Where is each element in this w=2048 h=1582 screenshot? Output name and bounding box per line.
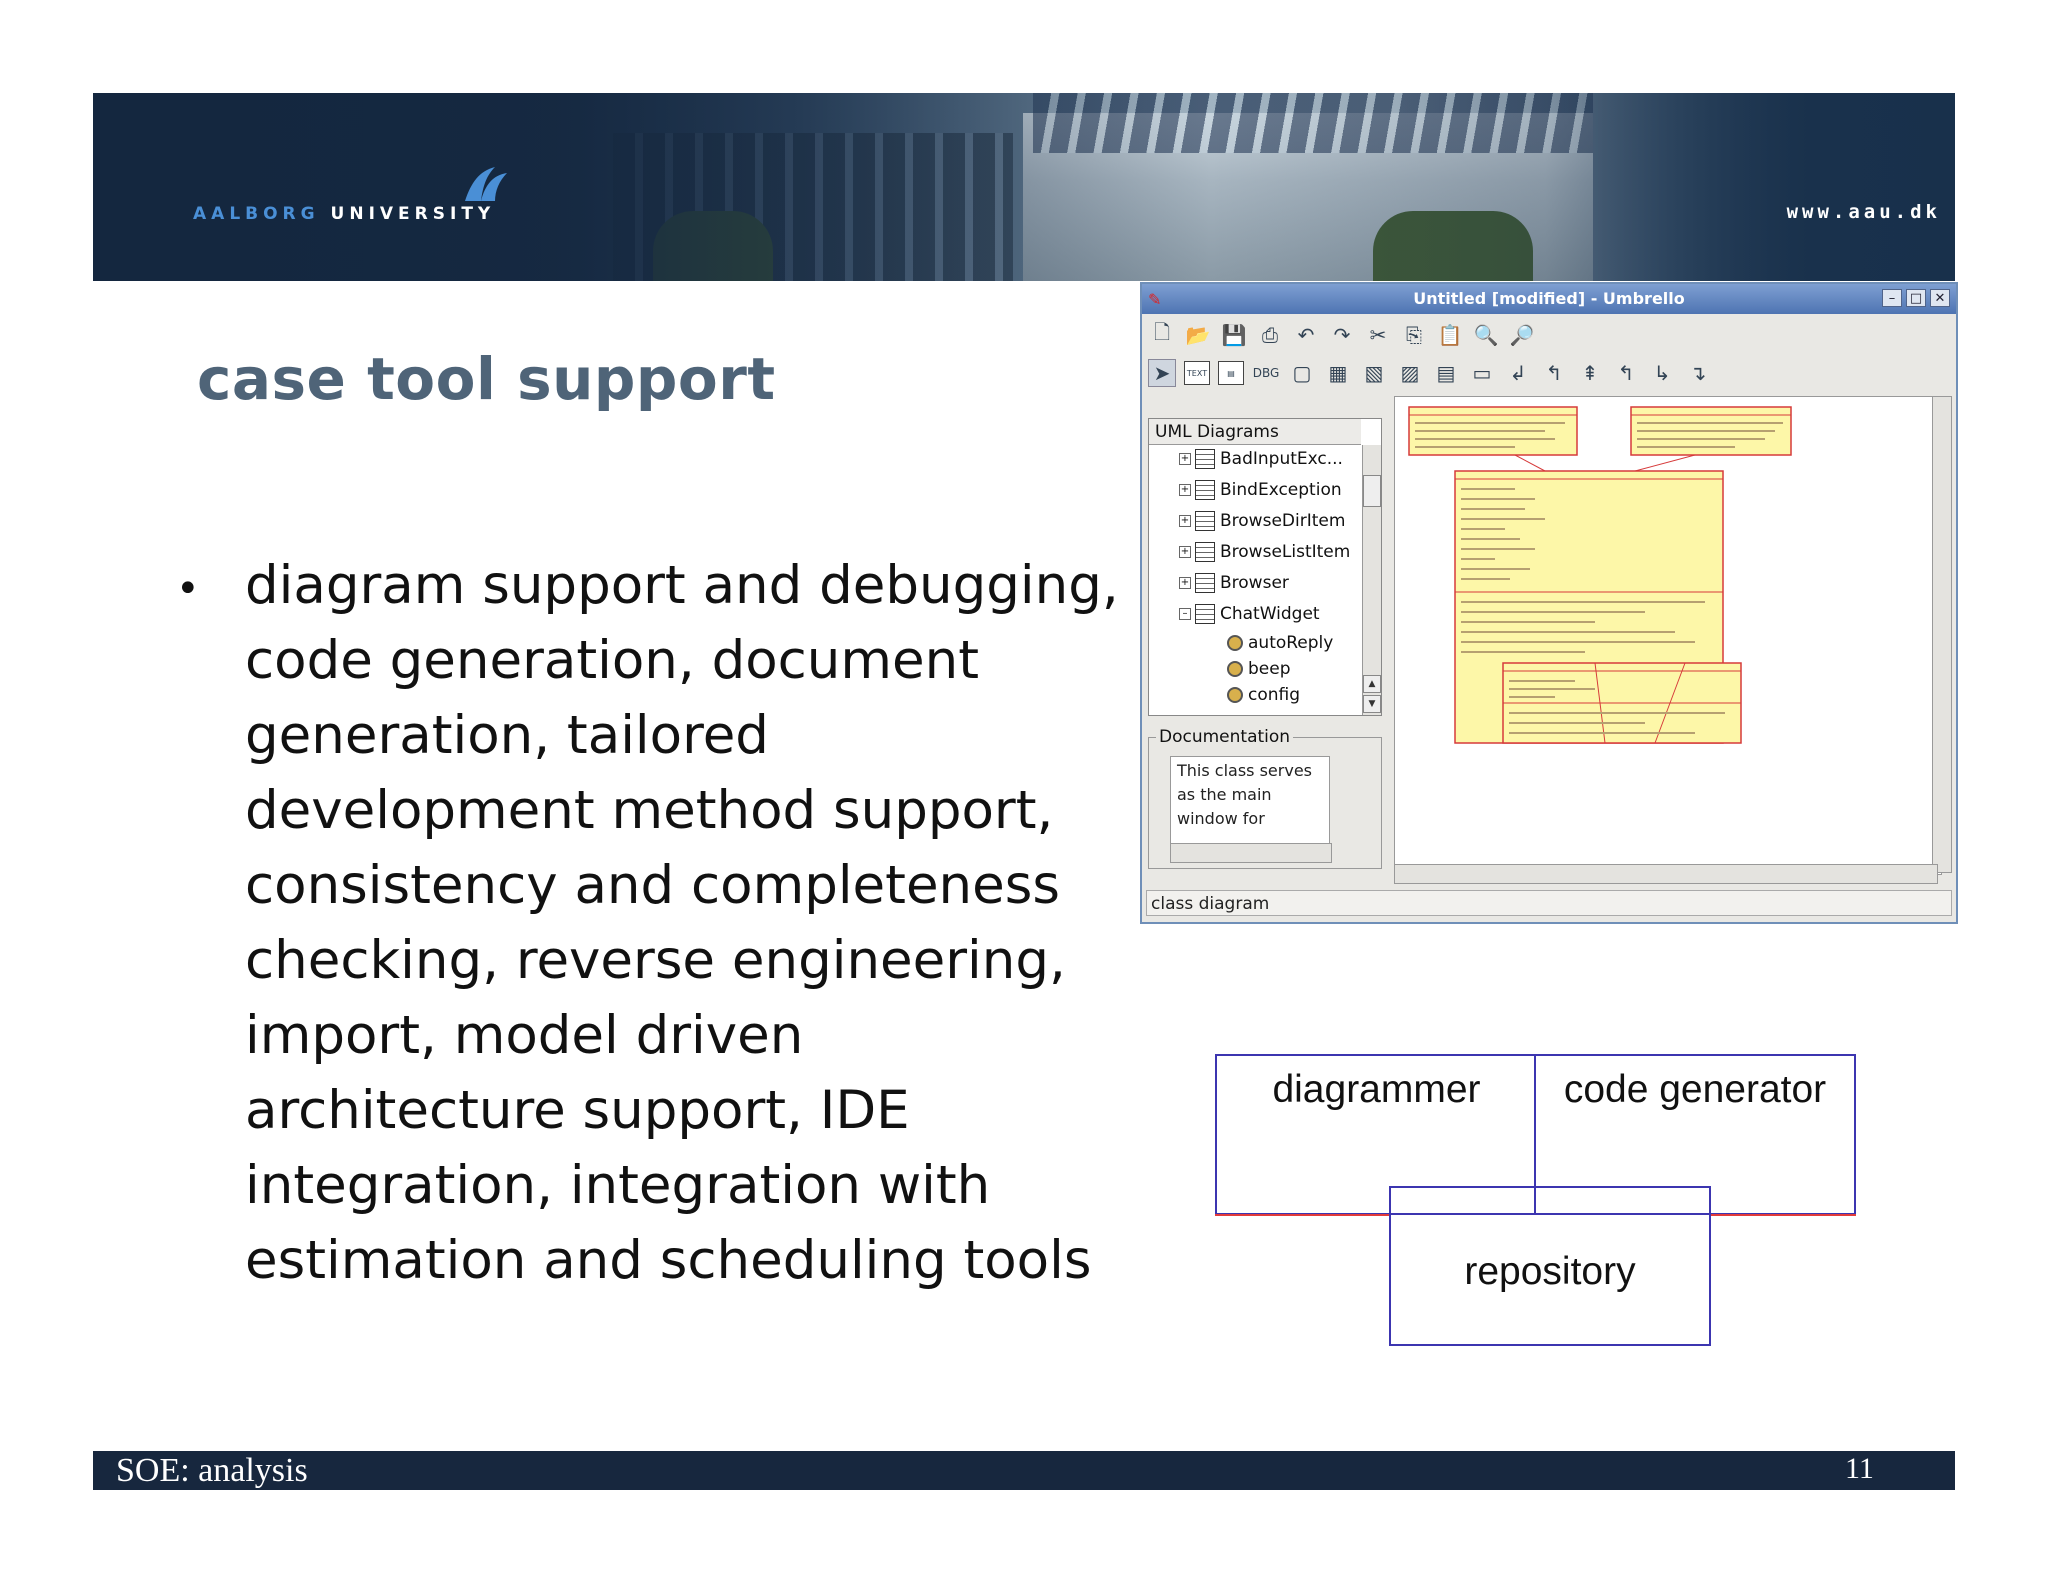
main-toolbar: 🗋 📂 💾 ⎙ ↶ ↷ ✂ ⎘ 📋 🔍 🔎 bbox=[1148, 318, 1536, 352]
umbrello-app-icon: ✎ bbox=[1148, 290, 1162, 309]
tree-item-class[interactable]: +BrowseDirItem bbox=[1179, 511, 1346, 531]
university-url: www.aau.dk bbox=[1786, 201, 1941, 223]
tree-item-class[interactable]: +BrowseListItem bbox=[1179, 542, 1351, 562]
tree-view: UML Diagrams +BadInputExc... +BindExcept… bbox=[1148, 418, 1382, 716]
datatype-tool-icon[interactable]: ▨ bbox=[1400, 361, 1420, 385]
enum-tool-icon[interactable]: ▤ bbox=[1436, 361, 1456, 385]
class-diagram bbox=[1408, 406, 1792, 744]
documentation-textarea[interactable]: This class serves as the main window for bbox=[1170, 756, 1330, 846]
close-icon[interactable]: ✕ bbox=[1930, 289, 1950, 307]
university-name-first: AALBORG bbox=[193, 204, 320, 224]
class-tool-icon[interactable]: ▦ bbox=[1328, 361, 1348, 385]
tree-item-class[interactable]: +BindException bbox=[1179, 480, 1342, 500]
new-file-icon[interactable]: 🗋 bbox=[1153, 320, 1171, 344]
debug-tool-icon[interactable]: DBG bbox=[1252, 366, 1280, 380]
tree-item-operation[interactable]: autoReply bbox=[1227, 629, 1333, 657]
tree-scrollbar[interactable]: ▲ ▼ bbox=[1362, 445, 1381, 715]
canvas-horizontal-scrollbar[interactable] bbox=[1394, 864, 1938, 884]
university-name: AALBORG UNIVERSITY bbox=[193, 204, 495, 224]
slide-title: case tool support bbox=[197, 345, 776, 413]
diagrammer-label: diagrammer bbox=[1272, 1068, 1481, 1111]
page-number: 11 bbox=[1845, 1452, 1874, 1485]
paste-icon[interactable]: 📋 bbox=[1437, 323, 1463, 347]
dependency-tool-icon[interactable]: ⇞ bbox=[1581, 361, 1599, 385]
package-tool-icon[interactable]: ▭ bbox=[1472, 361, 1492, 385]
undo-icon[interactable]: ↶ bbox=[1297, 323, 1315, 347]
open-folder-icon[interactable]: 📂 bbox=[1185, 323, 1211, 347]
realization-tool-icon[interactable]: ↴ bbox=[1689, 361, 1707, 385]
repository-box: repository bbox=[1389, 1186, 1711, 1346]
tree-item-class[interactable]: +BadInputExc... bbox=[1179, 449, 1343, 469]
cut-icon[interactable]: ✂ bbox=[1369, 323, 1387, 347]
scroll-down-icon[interactable]: ▼ bbox=[1363, 695, 1381, 713]
composition-tool-icon[interactable]: ↳ bbox=[1653, 361, 1671, 385]
zoom-fit-icon[interactable]: 🔎 bbox=[1509, 323, 1535, 347]
status-bar: class diagram bbox=[1146, 890, 1952, 916]
repository-label: repository bbox=[1464, 1250, 1636, 1293]
generalization-tool-icon[interactable]: ↰ bbox=[1545, 361, 1563, 385]
header-banner: AALBORG UNIVERSITY www.aau.dk bbox=[93, 93, 1955, 281]
bullet-marker: • bbox=[176, 566, 200, 612]
aggregation-tool-icon[interactable]: ↰ bbox=[1617, 361, 1635, 385]
box-tool-icon[interactable]: ▢ bbox=[1292, 361, 1312, 385]
banner-gradient bbox=[93, 93, 1955, 281]
class-diagram-canvas[interactable] bbox=[1394, 396, 1942, 875]
umbrello-window: ✎ Untitled [modified] - Umbrello – □ ✕ 🗋… bbox=[1140, 282, 1958, 924]
university-name-second: UNIVERSITY bbox=[330, 204, 496, 224]
save-icon[interactable]: 💾 bbox=[1221, 323, 1247, 347]
maximize-icon[interactable]: □ bbox=[1906, 289, 1926, 307]
minimize-icon[interactable]: – bbox=[1882, 289, 1902, 307]
code-generator-box: code generator bbox=[1534, 1054, 1856, 1215]
footer-bar bbox=[93, 1451, 1955, 1490]
tree-item-operation[interactable]: beep bbox=[1227, 655, 1291, 683]
print-icon[interactable]: ⎙ bbox=[1262, 323, 1278, 347]
select-arrow-icon[interactable]: ➤ bbox=[1148, 359, 1176, 387]
tree-header[interactable]: UML Diagrams bbox=[1149, 419, 1361, 445]
documentation-label: Documentation bbox=[1156, 727, 1294, 747]
documentation-panel: Documentation This class serves as the m… bbox=[1146, 721, 1386, 871]
association-tool-icon[interactable]: ↲ bbox=[1509, 361, 1527, 385]
code-generator-label: code generator bbox=[1563, 1068, 1827, 1111]
canvas-vertical-scrollbar[interactable] bbox=[1932, 396, 1952, 873]
bullet-text: diagram support and debugging, code gene… bbox=[245, 555, 1119, 1291]
tree-item-class[interactable]: –ChatWidget bbox=[1179, 600, 1320, 628]
tree-view-panel: UML Diagrams +BadInputExc... +BindExcept… bbox=[1146, 396, 1386, 716]
tree-item-operation[interactable]: config bbox=[1227, 681, 1300, 709]
diagrammer-bottom-edge bbox=[1215, 1214, 1389, 1216]
interface-tool-icon[interactable]: ▧ bbox=[1364, 361, 1384, 385]
window-title: Untitled [modified] - Umbrello bbox=[1413, 289, 1685, 308]
diagram-toolbar: ➤ TEXT ▤ DBG ▢ ▦ ▧ ▨ ▤ ▭ ↲ ↰ ⇞ ↰ ↳ ↴ bbox=[1148, 356, 1712, 390]
scroll-thumb[interactable] bbox=[1363, 475, 1381, 507]
tree-item-class[interactable]: +Browser bbox=[1179, 573, 1289, 593]
window-titlebar: ✎ Untitled [modified] - Umbrello – □ ✕ bbox=[1142, 284, 1956, 314]
note-tool-icon[interactable]: ▤ bbox=[1218, 361, 1244, 385]
zoom-in-icon[interactable]: 🔍 bbox=[1473, 323, 1499, 347]
scroll-up-icon[interactable]: ▲ bbox=[1363, 675, 1381, 693]
text-tool-icon[interactable]: TEXT bbox=[1184, 361, 1210, 385]
documentation-scrollbar[interactable] bbox=[1170, 843, 1332, 863]
footer-course-title: SOE: analysis bbox=[116, 1452, 308, 1489]
code-generator-bottom-edge bbox=[1711, 1214, 1856, 1216]
university-logo-icon bbox=[465, 167, 507, 201]
redo-icon[interactable]: ↷ bbox=[1333, 323, 1351, 347]
copy-icon[interactable]: ⎘ bbox=[1406, 323, 1422, 347]
